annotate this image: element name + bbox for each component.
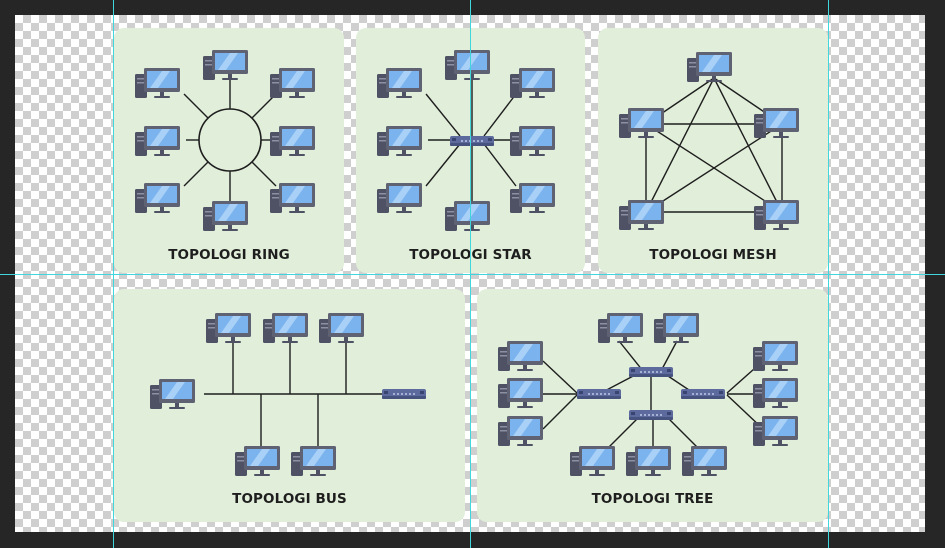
computer-icon	[445, 201, 490, 231]
ring-circle	[198, 108, 262, 172]
ring-diagram	[135, 50, 315, 231]
switch-icon	[629, 367, 673, 377]
computer-icon	[510, 183, 555, 213]
computer-icon	[135, 183, 180, 213]
computer-icon	[498, 416, 543, 446]
mesh-diagram	[619, 52, 799, 230]
computer-icon	[203, 50, 248, 80]
computer-icon	[754, 108, 799, 138]
tree-title: TOPOLOGI TREE	[591, 491, 714, 507]
computer-icon	[135, 126, 180, 156]
bus-topology-panel: TOPOLOGI BUS	[114, 289, 465, 522]
computer-icon	[654, 313, 699, 343]
computer-icon	[753, 378, 798, 408]
computer-icon	[445, 50, 490, 80]
computer-icon	[135, 68, 180, 98]
switch-icon	[629, 410, 673, 420]
switch-icon	[382, 389, 426, 399]
computer-icon	[377, 68, 422, 98]
computer-icon	[263, 313, 308, 343]
computer-icon	[270, 183, 315, 213]
computer-icon	[753, 416, 798, 446]
computer-icon	[270, 68, 315, 98]
computer-icon	[150, 379, 195, 409]
computer-icon	[626, 446, 671, 476]
computer-icon	[319, 313, 364, 343]
ring-topology-panel: TOPOLOGI RING	[114, 28, 344, 273]
computer-icon	[206, 313, 251, 343]
tree-topology-panel: TOPOLOGI TREE	[477, 289, 828, 522]
ring-title: TOPOLOGI RING	[168, 247, 290, 263]
mesh-title: TOPOLOGI MESH	[649, 247, 777, 263]
computer-icon	[687, 52, 732, 82]
mesh-topology-panel: TOPOLOGI MESH	[598, 28, 828, 273]
computer-icon	[270, 126, 315, 156]
computer-icon	[498, 341, 543, 371]
computer-icon	[377, 126, 422, 156]
switch-icon	[450, 136, 494, 146]
computer-icon	[598, 313, 643, 343]
guide-line-horizontal	[0, 274, 945, 275]
computer-icon	[377, 183, 422, 213]
computer-icon	[510, 126, 555, 156]
computer-icon	[510, 68, 555, 98]
computer-icon	[619, 108, 664, 138]
bus-title: TOPOLOGI BUS	[232, 491, 347, 507]
computer-icon	[682, 446, 727, 476]
switch-icon	[577, 389, 621, 399]
computer-icon	[235, 446, 280, 476]
computer-icon	[754, 200, 799, 230]
computer-icon	[619, 200, 664, 230]
computer-icon	[570, 446, 615, 476]
switch-icon	[681, 389, 725, 399]
computer-icon	[498, 378, 543, 408]
bus-diagram	[150, 313, 426, 476]
computer-icon	[753, 341, 798, 371]
star-diagram	[377, 50, 555, 231]
computer-icon	[203, 201, 248, 231]
tree-diagram	[498, 313, 798, 476]
computer-icon	[291, 446, 336, 476]
